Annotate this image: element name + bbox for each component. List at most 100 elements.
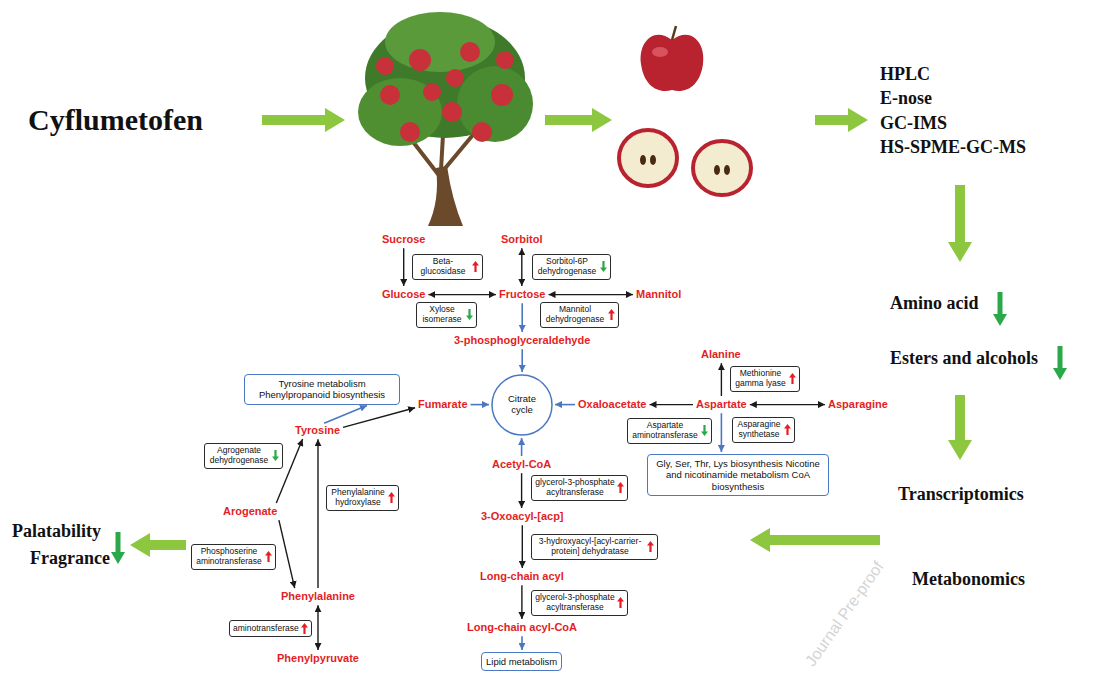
reaction-arrow xyxy=(279,520,295,588)
enzyme-box: Aspartate aminotransferase xyxy=(627,418,712,444)
metabolite-node: Long-chain acyl-CoA xyxy=(466,621,578,634)
node-text: Fumarate xyxy=(418,398,468,410)
node-text: Phenylpyruvate xyxy=(277,652,359,664)
node-text: Mannitol dehydrogenase xyxy=(544,305,606,325)
metabolite-node: Tyrosine xyxy=(294,424,341,437)
pathway-arrow xyxy=(521,636,523,650)
flow-label: GC-IMS xyxy=(880,113,947,134)
metabolite-node: Sorbitol xyxy=(500,233,544,246)
node-text: Sorbitol xyxy=(501,233,543,245)
metabolite-node: Sucrose xyxy=(381,233,426,246)
metabolite-node: Asparagine xyxy=(827,398,889,411)
decrease-arrow xyxy=(993,292,1007,326)
node-text: Aspartate xyxy=(696,398,747,410)
flow-label: Fragrance xyxy=(30,548,110,569)
metabolite-node: Mannitol xyxy=(635,288,682,301)
metabolite-node: Acetyl-CoA xyxy=(491,458,552,471)
pathway-arrow xyxy=(521,438,523,456)
node-text: 3-phosphoglyceraldehyde xyxy=(454,334,590,346)
flow-arrow xyxy=(750,528,880,552)
flow-arrow xyxy=(262,108,345,132)
node-text: glycerol-3-phosphate acyltransferase xyxy=(535,478,615,498)
enzyme-box: glycerol-3-phosphate acyltransferase xyxy=(531,590,628,616)
node-text: Agrogenate dehydrogenase xyxy=(208,446,270,466)
flow-label: Amino acid xyxy=(890,293,979,314)
increase-arrow xyxy=(301,623,308,634)
pathway-box: Lipid metabolism xyxy=(481,652,562,671)
reaction-arrow xyxy=(317,605,318,650)
reaction-arrow xyxy=(276,439,302,503)
tree-crown xyxy=(457,66,533,142)
metabolite-node: Aspartate xyxy=(695,398,748,411)
flow-label: Cyflumetofen xyxy=(28,103,203,138)
reaction-arrow xyxy=(549,294,634,295)
pathway-arrow xyxy=(471,404,490,406)
node-text: Fructose xyxy=(499,288,545,300)
decrease-arrows xyxy=(111,292,1067,564)
reaction-arrow xyxy=(521,248,522,286)
cycle-circle: Citrate cycle xyxy=(491,374,553,436)
node-text: Glucose xyxy=(382,288,425,300)
node-text: Long-chain acyl-CoA xyxy=(467,621,577,633)
node-text: Arogenate xyxy=(223,505,277,517)
enzyme-box: aminotransferase xyxy=(229,620,312,637)
node-text: Long-chain acyl xyxy=(480,570,564,582)
metabolite-node: 3-Oxoacyl-[acp] xyxy=(480,510,565,523)
reaction-arrow xyxy=(317,439,318,588)
node-text: Asparagine synthetase xyxy=(736,420,782,440)
node-text: Mannitol xyxy=(636,288,681,300)
reaction-arrow xyxy=(403,248,404,286)
reaction-arrow xyxy=(650,404,694,405)
reaction-arrow xyxy=(428,294,496,295)
node-text: Lipid metabolism xyxy=(486,656,557,667)
flow-arrow xyxy=(130,533,186,557)
node-text: glycerol-3-phosphate acyltransferase xyxy=(535,593,615,613)
node-text: 3-Oxoacyl-[acp] xyxy=(481,510,564,522)
metabolite-node: Alanine xyxy=(700,348,742,361)
tree-apples xyxy=(376,42,514,142)
flow-label: E-nose xyxy=(880,88,932,109)
enzyme-box: Mannitol dehydrogenase xyxy=(540,302,619,328)
tree-crown xyxy=(385,12,495,72)
flow-arrows xyxy=(130,108,972,557)
node-text: Sorbitol-6P dehydrogenase xyxy=(536,257,598,277)
metabolite-node: 3-phosphoglyceraldehyde xyxy=(453,334,591,347)
node-text: Acetyl-CoA xyxy=(492,458,551,470)
enzyme-box: Agrogenate dehydrogenase xyxy=(204,443,283,469)
decrease-arrow xyxy=(701,425,708,436)
decrease-arrow xyxy=(466,309,473,320)
cycle-outline xyxy=(491,374,553,436)
metabolite-node: Fructose xyxy=(498,288,546,301)
increase-arrow xyxy=(388,492,395,503)
enzyme-box: Sorbitol-6P dehydrogenase xyxy=(532,254,611,280)
enzyme-box: Beta-glucosidase xyxy=(412,254,483,280)
node-text: Citrate cycle xyxy=(497,394,547,416)
pathway-arrow xyxy=(324,406,367,424)
flow-arrow xyxy=(948,395,972,460)
tree-trunk xyxy=(428,166,463,226)
flow-label: HS-SPME-GC-MS xyxy=(880,137,1026,158)
flow-arrow xyxy=(545,108,612,132)
metabolite-node: Long-chain acyl xyxy=(479,570,565,583)
reaction-arrow xyxy=(721,363,722,396)
node-text: Beta-glucosidase xyxy=(416,257,470,277)
flow-label: Transcriptomics xyxy=(898,484,1024,505)
metabolite-node: Arogenate xyxy=(222,505,278,518)
enzyme-box: Phenylalanine hydroxylase xyxy=(326,485,399,511)
node-text: aminotransferase xyxy=(233,624,299,634)
decrease-arrow xyxy=(1053,346,1067,380)
decrease-arrow xyxy=(600,261,607,272)
increase-arrow xyxy=(617,482,624,493)
increase-arrow xyxy=(647,541,654,552)
node-text: Oxaloacetate xyxy=(578,398,646,410)
metabolite-node: Glucose xyxy=(381,288,426,301)
decrease-arrow xyxy=(111,532,125,564)
node-text: Methionine gamma lyase xyxy=(734,369,787,389)
node-text: 3-hydroxyacyl-[acyl-carrier-protein] deh… xyxy=(535,537,645,557)
enzyme-box: Phosphoserine aminotransferase xyxy=(191,544,276,570)
node-text: Alanine xyxy=(701,348,741,360)
